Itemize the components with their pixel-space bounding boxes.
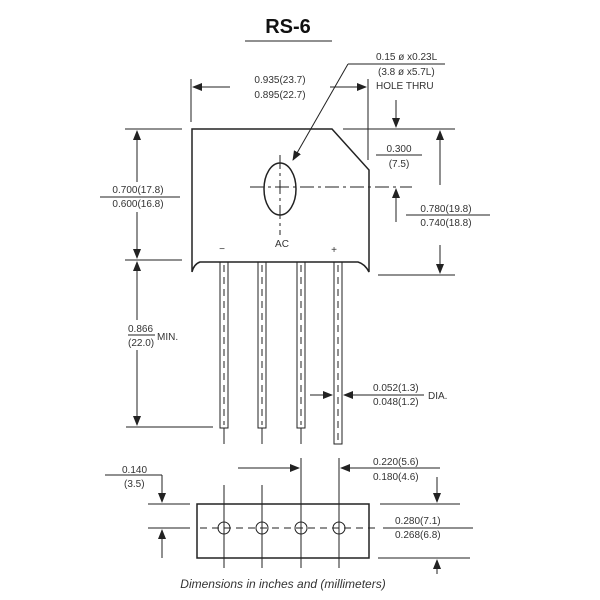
dia-label: DIA. <box>428 391 447 402</box>
body-height-max: 0.700(17.8) <box>112 185 163 196</box>
title: RS-6 <box>265 16 311 38</box>
overall-height-max: 0.780(19.8) <box>420 204 471 215</box>
minus-terminal-label: − <box>219 244 225 255</box>
hole-spec-mm: (3.8 ø x5.7L) <box>378 67 435 78</box>
edge-in: 0.140 <box>122 465 147 476</box>
bottom-view-leads <box>217 458 346 568</box>
thickness-min: 0.268(6.8) <box>395 530 441 541</box>
lead-length-min: MIN. <box>157 332 178 343</box>
hole-spec-in: 0.15 ø x0.23L <box>376 52 438 63</box>
hole-offset-in: 0.300 <box>386 144 411 155</box>
pitch-min: 0.180(4.6) <box>373 472 419 483</box>
pitch-max: 0.220(5.6) <box>373 457 419 468</box>
plus-terminal-label: + <box>331 245 337 256</box>
caption: Dimensions in inches and (millimeters) <box>180 577 385 591</box>
lead-dia-max: 0.052(1.3) <box>373 383 419 394</box>
body-height-min: 0.600(16.8) <box>112 199 163 210</box>
lead-length-in: 0.866 <box>128 324 153 335</box>
bottom-view-body <box>196 503 370 559</box>
hole-offset-mm: (7.5) <box>389 159 410 170</box>
leads <box>219 261 343 445</box>
width-min: 0.895(22.7) <box>254 90 305 101</box>
width-max: 0.935(23.7) <box>254 75 305 86</box>
overall-height-min: 0.740(18.8) <box>420 218 471 229</box>
ac-terminal-label: AC <box>275 239 289 250</box>
lead-dia-min: 0.048(1.2) <box>373 397 419 408</box>
thickness-max: 0.280(7.1) <box>395 516 441 527</box>
lead-length-mm: (22.0) <box>128 338 154 349</box>
package-body <box>191 128 370 273</box>
hole-thru-label: HOLE THRU <box>376 81 434 92</box>
edge-mm: (3.5) <box>124 479 145 490</box>
